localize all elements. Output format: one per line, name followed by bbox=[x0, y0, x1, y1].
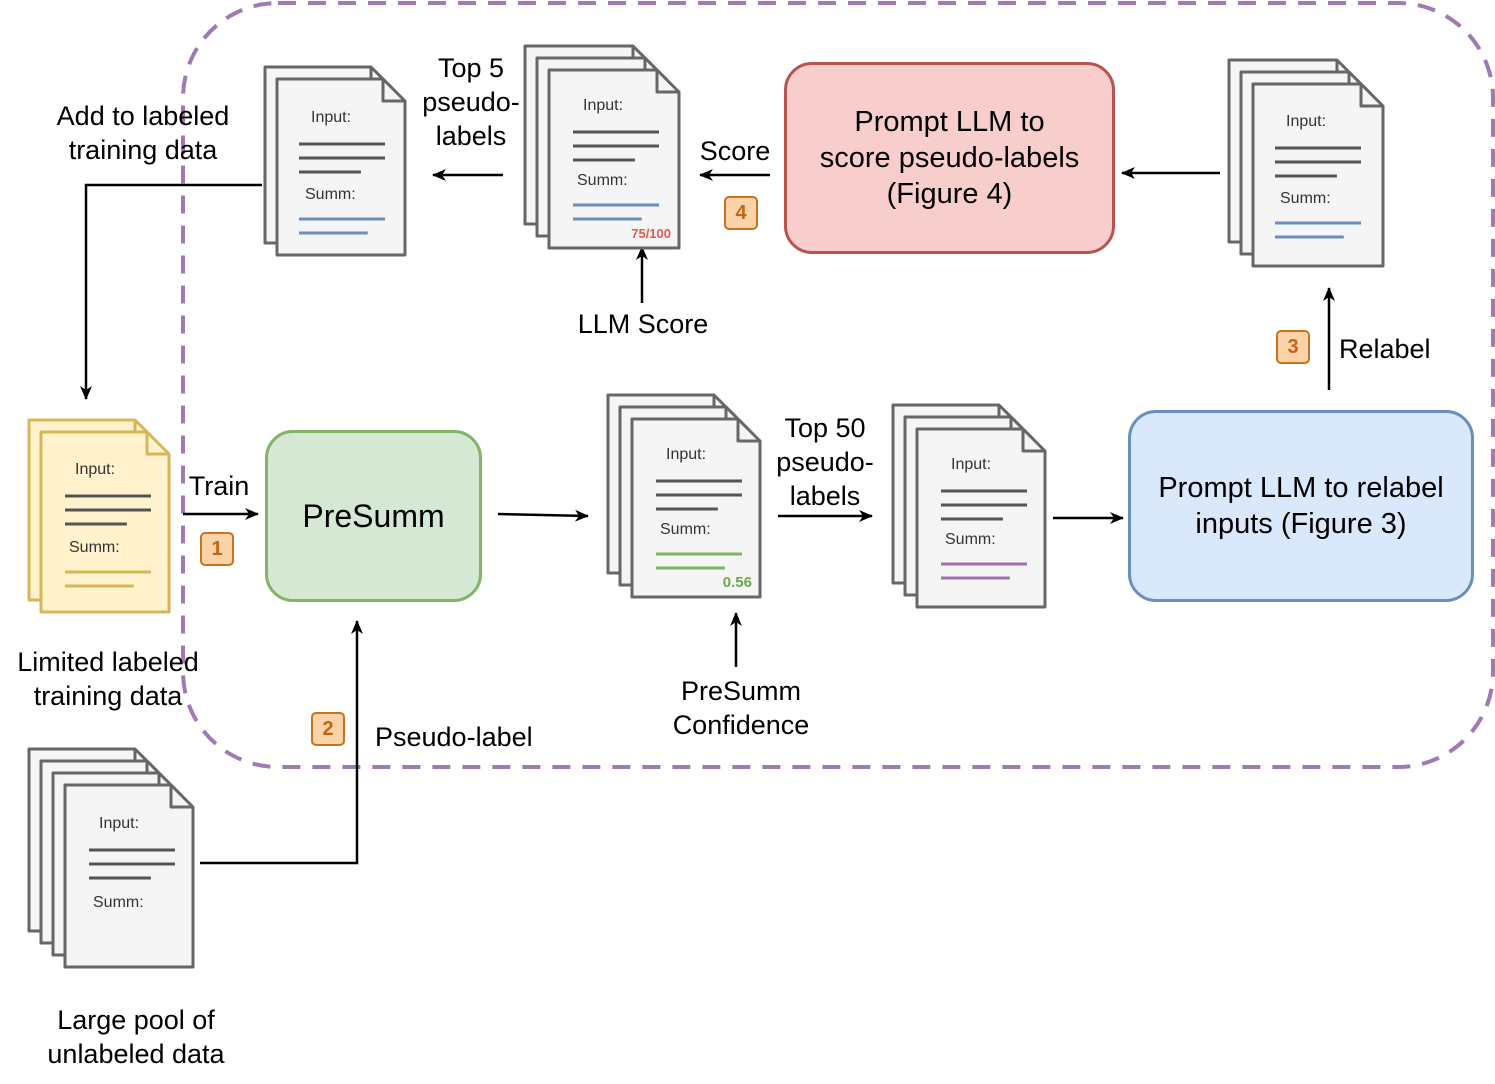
top5-line-2: pseudo- bbox=[422, 87, 520, 117]
to-relabel-docs: Input: Summ: bbox=[891, 403, 1047, 609]
score-llm-line-2: score pseudo-labels bbox=[819, 142, 1080, 174]
large-pool-line-1: Large pool of bbox=[57, 1005, 215, 1035]
presumm-confidence-value: 0.56 bbox=[723, 574, 752, 591]
relabel-label: Relabel bbox=[1339, 334, 1431, 364]
limited-labeled-line-1: Limited labeled bbox=[17, 647, 199, 677]
top5-line-3: labels bbox=[435, 121, 507, 151]
doc-summ-label: Summ: bbox=[69, 539, 120, 556]
large-pool-line-2: unlabeled data bbox=[47, 1039, 225, 1069]
documents: Input:Summ:Input:Summ:75/100Input:Summ:I… bbox=[27, 44, 1385, 969]
presumm-confidence-line-1: PreSumm bbox=[680, 676, 802, 706]
doc-summ-label: Summ: bbox=[93, 894, 144, 911]
step-badge-2: 2 bbox=[311, 712, 345, 746]
add-to-labeled-line-1: Add to labeled bbox=[56, 101, 230, 131]
labeled-training-docs: Input: Summ: bbox=[27, 418, 171, 614]
doc-summ-label: Summ: bbox=[1280, 190, 1331, 207]
top50-docs: Input: Summ: 0.56 bbox=[606, 393, 762, 599]
top5-docs: Input: Summ: bbox=[263, 65, 407, 257]
score-llm-line-3: (Figure 4) bbox=[886, 178, 1013, 210]
doc-input-label: Input: bbox=[311, 109, 351, 126]
top50-line-2: pseudo- bbox=[776, 447, 874, 477]
pseudo-label-label: Pseudo-label bbox=[375, 722, 533, 752]
process-region bbox=[181, 1, 1495, 769]
step-badge-4: 4 bbox=[724, 196, 758, 230]
llm-score-value: 75/100 bbox=[631, 226, 671, 241]
large-pool-label: Large pool of unlabeled data bbox=[26, 1003, 246, 1071]
step-badge-3: 3 bbox=[1276, 330, 1310, 364]
top5-label: Top 5 pseudo- labels bbox=[412, 51, 530, 153]
arrow-presumm-out bbox=[497, 509, 589, 522]
presumm-box-label: PreSumm bbox=[302, 498, 445, 534]
presumm-box[interactable]: PreSumm bbox=[265, 430, 482, 602]
doc-input-label: Input: bbox=[75, 461, 115, 478]
doc-summ-label: Summ: bbox=[945, 531, 996, 548]
doc-input-label: Input: bbox=[583, 97, 623, 114]
score-label: Score bbox=[699, 136, 771, 166]
top50-label: Top 50 pseudo- labels bbox=[766, 411, 884, 513]
doc-summ-label: Summ: bbox=[577, 172, 628, 189]
scored-docs: Input: Summ: 75/100 bbox=[523, 44, 681, 250]
doc-input-label: Input: bbox=[1286, 113, 1326, 130]
presumm-confidence-label: PreSumm Confidence bbox=[650, 674, 832, 742]
llm-score-label: LLM Score bbox=[577, 309, 709, 339]
doc-input-label: Input: bbox=[99, 815, 139, 832]
doc-summ-label: Summ: bbox=[660, 521, 711, 538]
score-llm-line-1: Prompt LLM to bbox=[854, 106, 1045, 138]
limited-labeled-line-2: training data bbox=[33, 681, 183, 711]
top50-line-3: labels bbox=[789, 481, 861, 511]
doc-input-label: Input: bbox=[951, 456, 991, 473]
arrow-pseudo-label bbox=[200, 620, 363, 865]
arrow-add-to-labeled bbox=[80, 183, 262, 400]
presumm-confidence-line-2: Confidence bbox=[672, 710, 810, 740]
train-label: Train bbox=[188, 471, 250, 501]
relabel-llm-line-2: inputs (Figure 3) bbox=[1195, 508, 1407, 540]
unlabeled-pool-docs: Input: Summ: bbox=[27, 747, 195, 969]
doc-input-label: Input: bbox=[666, 446, 706, 463]
score-llm-box[interactable]: Prompt LLM to score pseudo-labels (Figur… bbox=[784, 62, 1115, 254]
step-badge-1: 1 bbox=[200, 532, 234, 566]
top50-line-1: Top 50 bbox=[784, 413, 866, 443]
add-to-labeled-label: Add to labeled training data bbox=[30, 99, 256, 167]
top5-line-1: Top 5 bbox=[437, 53, 505, 83]
add-to-labeled-line-2: training data bbox=[68, 135, 218, 165]
doc-summ-label: Summ: bbox=[305, 186, 356, 203]
relabel-llm-line-1: Prompt LLM to relabel bbox=[1158, 472, 1444, 504]
connectors bbox=[80, 167, 1335, 865]
relabel-llm-box[interactable]: Prompt LLM to relabel inputs (Figure 3) bbox=[1128, 410, 1474, 602]
relabeled-docs: Input: Summ: bbox=[1227, 58, 1385, 268]
limited-labeled-label: Limited labeled training data bbox=[0, 645, 216, 713]
